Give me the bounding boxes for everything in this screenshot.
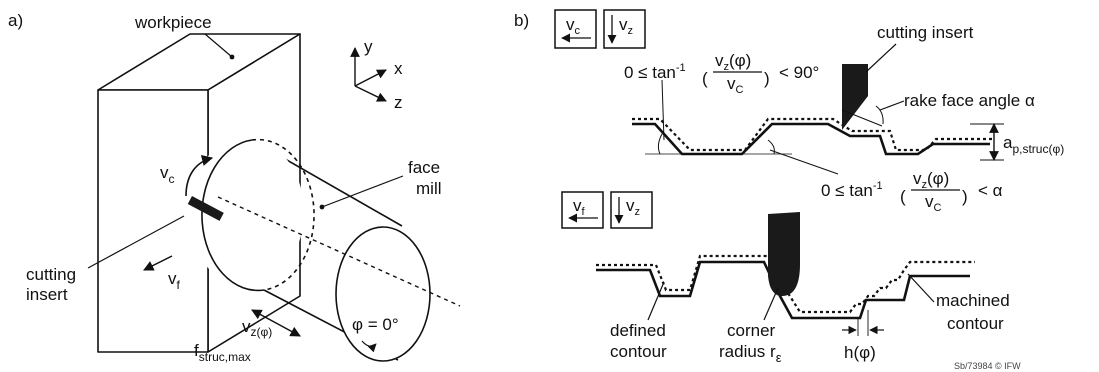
svg-text:0 ≤ tan-1: 0 ≤ tan-1 (821, 180, 883, 200)
box-vz-2: vz (610, 191, 653, 229)
fstruc-label: fstruc,max (194, 341, 251, 364)
box-vz: vz (603, 9, 646, 49)
vf-arrow (143, 255, 173, 271)
rake-reference-line (841, 109, 883, 127)
face-mill-label-1: face (408, 158, 440, 177)
phi-label: φ = 0° (352, 315, 399, 334)
bottom-machined-contour (596, 254, 975, 314)
vz-double-arrow (251, 309, 301, 337)
face-mill-label-2: mill (416, 179, 442, 198)
vc-label: vc (160, 163, 175, 186)
angle2-leader (769, 149, 839, 175)
vc-arrow (185, 155, 214, 197)
bottom-insert-shape (768, 212, 800, 296)
ap-label: ap,struc(φ) (1003, 133, 1064, 156)
axis-y-label: y (364, 37, 373, 56)
top-defined-contour (632, 122, 990, 156)
svg-text:): ) (962, 187, 968, 206)
cutting-insert-leader (87, 215, 185, 269)
svg-text:(: ( (702, 69, 708, 88)
box-vf: vf (561, 191, 604, 229)
axis-z-label: z (394, 93, 403, 112)
machined-leader (907, 273, 935, 303)
h-label: h(φ) (844, 343, 876, 362)
angle2-arc (767, 139, 775, 155)
cutting-insert-shape (187, 196, 224, 221)
svg-text:vC: vC (925, 192, 942, 214)
panel-a-label: a) (8, 11, 23, 30)
phi-arrow (361, 340, 377, 353)
corner-label-2: radius rε (719, 342, 782, 365)
svg-text:): ) (764, 69, 770, 88)
svg-text:< α: < α (978, 181, 1003, 200)
machined-label-2: contour (947, 314, 1004, 333)
angle1-arc (657, 133, 663, 155)
corner-leader (763, 287, 779, 321)
svg-text:< 90°: < 90° (779, 63, 819, 82)
workpiece-label: workpiece (134, 13, 212, 32)
axis-x-label: x (394, 59, 403, 78)
equation-1: 0 ≤ tan-1 ( vz(φ) vC ) < 90° (624, 51, 819, 96)
rake-leader (879, 100, 905, 111)
angle1-leader (661, 79, 665, 141)
rake-label: rake face angle α (904, 91, 1035, 110)
svg-text:0 ≤ tan-1: 0 ≤ tan-1 (624, 62, 686, 82)
cutting-insert-label-2: insert (26, 285, 68, 304)
svg-text:vz: vz (619, 15, 633, 37)
vf-label: vf (168, 269, 181, 292)
bottom-defined-contour (596, 260, 970, 320)
defined-label-1: defined (610, 321, 666, 340)
svg-text:vz(φ): vz(φ) (715, 51, 751, 73)
cutting-insert-label-b: cutting insert (877, 23, 974, 42)
svg-text:vz: vz (626, 196, 640, 218)
equation-2: 0 ≤ tan-1 ( vz(φ) vC ) < α (821, 169, 1003, 214)
cutting-insert-leader-b (865, 43, 897, 73)
credit-label: Sb/73984 © IFW (954, 361, 1021, 371)
vz-label: vz(φ) (242, 317, 272, 339)
svg-text:(: ( (900, 187, 906, 206)
workpiece-leader (204, 33, 235, 60)
face-mill-leader (319, 175, 404, 210)
svg-text:vC: vC (727, 74, 744, 96)
svg-text:vf: vf (573, 196, 586, 218)
svg-text:vc: vc (566, 15, 581, 37)
machined-label-1: machined (936, 291, 1010, 310)
svg-text:vz(φ): vz(φ) (913, 169, 949, 191)
defined-label-2: contour (610, 342, 667, 361)
panel-b-label: b) (514, 11, 529, 30)
corner-label-1: corner (727, 321, 776, 340)
cutting-insert-label-1: cutting (26, 265, 76, 284)
rake-angle-arc (875, 105, 884, 125)
top-insert-shape (842, 64, 868, 130)
defined-leader (647, 281, 665, 321)
box-vc: vc (554, 9, 597, 49)
axis-triad (350, 47, 387, 102)
